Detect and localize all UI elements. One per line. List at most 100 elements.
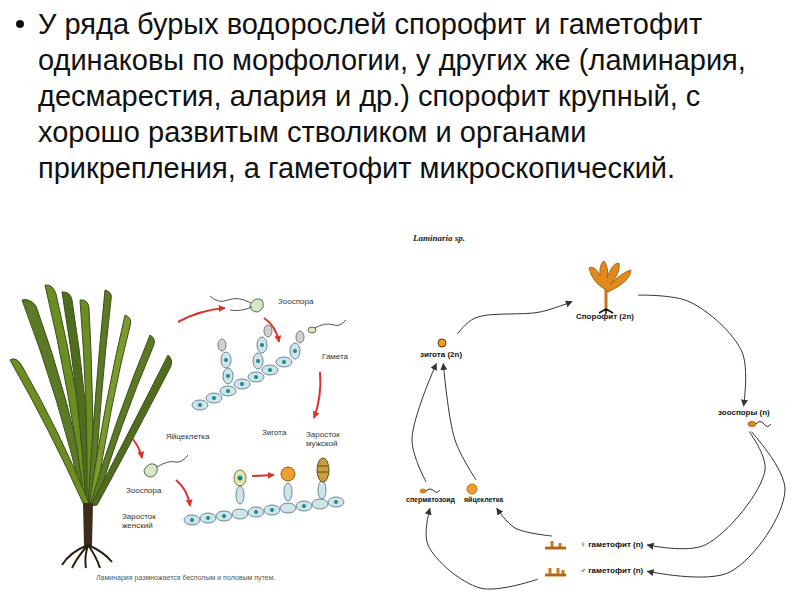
cycle-icons-part (438, 339, 446, 347)
male-nuclei-part (226, 374, 230, 378)
red-arrows-part (176, 480, 190, 506)
female-gametophyte (184, 481, 344, 525)
part-label: Яйцеклетка (166, 432, 209, 441)
egg-zygote-figures-part (317, 458, 329, 482)
caption: Ламинария размножается бесполым и половы… (96, 574, 396, 582)
body-text: У ряда бурых водорослей спорофит и гамет… (38, 6, 773, 186)
cycle-stage: сперматозоид (404, 484, 457, 506)
stage-label: зигота (2n) (420, 350, 462, 360)
female-nuclei (190, 500, 338, 522)
male-gametophyte-part (221, 352, 231, 368)
kelp-sporophyte-part (10, 359, 90, 505)
male-gametophyte-part (206, 393, 222, 403)
male-gametophyte-part (296, 331, 304, 343)
male-gametophyte-part (253, 353, 263, 369)
stage-label: зооспоры (n) (718, 408, 770, 418)
cycle-icons-part (545, 575, 566, 576)
female-gametophyte-part (296, 501, 312, 511)
male-nuclei-part (254, 375, 258, 379)
red-arrows (132, 308, 320, 506)
cycle-icons-part (426, 489, 440, 492)
female-nuclei-part (302, 504, 306, 508)
kelp-sporophyte-part (91, 355, 172, 505)
cycle-icons-part (589, 261, 631, 292)
female-nuclei-part (206, 516, 210, 520)
cycle-arrow (647, 432, 785, 577)
bullet-dot (16, 20, 24, 28)
male-gametophyte-part (220, 386, 236, 396)
cycle-icons-part (420, 489, 426, 493)
male-gametophyte-part (192, 400, 208, 410)
male-gametophyte-part (257, 337, 267, 353)
egg-zygote-figures (234, 458, 329, 486)
male-nuclei-part (198, 403, 202, 407)
egg-zygote-figures-part (318, 466, 328, 472)
kelp-sporophyte-part (62, 545, 112, 568)
part-label: Зооспора (126, 486, 161, 495)
male-nuclei (198, 343, 297, 407)
egg-zygote-figures-part (238, 476, 243, 481)
cycle-stage: Спорофит (2n) (574, 258, 636, 324)
stage-label: ♂ гаметофит (n) (580, 566, 643, 576)
female-nuclei-part (222, 514, 226, 518)
female-gametophyte-part (236, 486, 244, 504)
stage-label: ♀ гаметофит (n) (580, 540, 643, 550)
cycle-icons (420, 261, 771, 575)
male-gametophyte-part (262, 365, 278, 375)
red-arrows-part (314, 372, 320, 418)
male-gametophyte-part (218, 339, 226, 351)
cycle-arrow (457, 302, 572, 334)
zoospore-lower (144, 455, 188, 477)
male-gametophyte-part (264, 325, 272, 337)
red-arrows-part (178, 308, 225, 322)
cycle-icons-part (467, 484, 477, 494)
female-nuclei-part (254, 510, 258, 514)
red-arrows-part (252, 475, 274, 476)
female-gametophyte-part (248, 507, 264, 517)
part-label: Гамета (322, 352, 348, 361)
male-gametophyte-part (248, 372, 264, 382)
cycle-arrow (443, 364, 476, 480)
part-label: Заросток женский (122, 512, 180, 530)
cycle-stage: яйцеклетка (462, 482, 505, 506)
cycle-icons-part (545, 548, 566, 549)
male-nuclei-part (256, 359, 260, 363)
cycle-arrow (638, 295, 746, 406)
zoospore-lower-part (157, 455, 188, 467)
red-arrows-part (132, 438, 142, 458)
male-gametophyte-part (223, 368, 233, 384)
stage-label: Спорофит (2n) (576, 312, 634, 322)
part-label: Зигота (262, 428, 286, 437)
male-nuclei-part (260, 343, 264, 347)
part-label: Заросток мужской (306, 430, 362, 448)
cycle-icons-part (748, 422, 756, 427)
female-gametophyte-part (264, 505, 280, 515)
cycle-icons-part (756, 422, 771, 427)
female-gametophyte-part (232, 509, 248, 519)
zoospore-upper-part (250, 299, 263, 312)
cycle-icons-part (545, 568, 566, 575)
female-gametophyte-part (200, 513, 216, 523)
cycle-stage: зигота (2n) (418, 336, 464, 362)
red-arrows-part (264, 318, 279, 342)
gamete (308, 320, 346, 333)
cycle-arrow (426, 508, 538, 589)
cycle-arrow (412, 364, 436, 482)
zoospore-upper-part (230, 307, 252, 311)
kelp-sporophyte-part (83, 503, 93, 546)
cycle-arrow (647, 432, 765, 549)
zoospore-upper-part (210, 296, 251, 303)
male-gametophyte-part (276, 357, 292, 367)
zoospore-lower-part (144, 464, 157, 477)
stage-label: яйцеклетка (464, 496, 503, 504)
cycle-icons-part (545, 541, 566, 548)
male-nuclei-part (240, 382, 244, 386)
gamete-part (308, 327, 316, 333)
male-nuclei-part (212, 396, 216, 400)
cycle-stage: ♀ гаметофит (n) (540, 538, 645, 552)
female-gametophyte-part (184, 515, 200, 525)
cycle-stage: зооспоры (n) (716, 408, 772, 430)
female-gametophyte-part (280, 503, 296, 513)
